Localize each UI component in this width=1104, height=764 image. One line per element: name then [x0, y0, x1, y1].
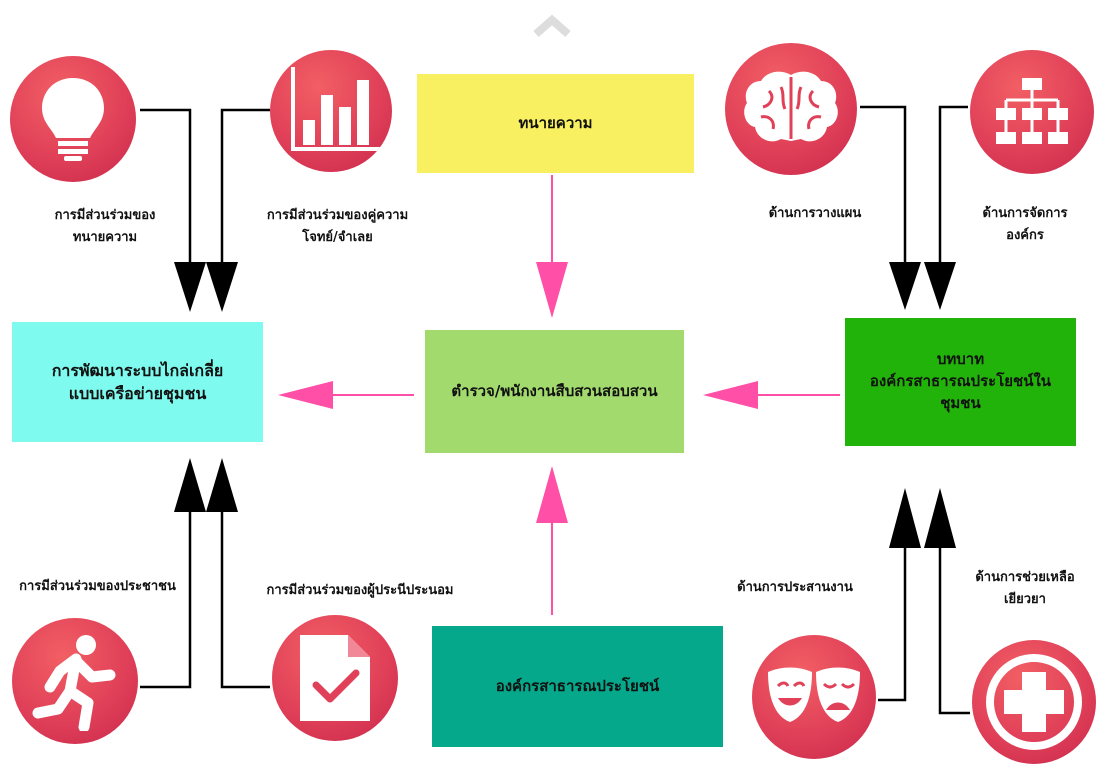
- document-check-icon: [272, 615, 398, 741]
- police-box: ตำรวจ/พนักงานสืบสวนสอบสวน: [425, 330, 684, 453]
- bar-chart-icon: [270, 50, 392, 172]
- running-person-icon: [12, 618, 138, 744]
- label-coordination: ด้านการประสานงาน: [737, 580, 853, 595]
- label-planning: ด้านการวางแผน: [768, 206, 862, 221]
- ngo-role-box: บทบาท องค์กรสาธารณประโยชน์ใน ชุมชน: [845, 318, 1076, 446]
- black-arrows-bottom-right: [878, 545, 970, 715]
- arrow-police-to-development: [278, 381, 333, 409]
- black-arrows-top-right: [860, 105, 968, 262]
- lawyer-box: ทนายความ: [417, 74, 694, 173]
- label-parties-participation: การมีส่วนร่วมของคู่ความ โจทย์/จำเลย: [266, 208, 409, 246]
- label-mediator-participation: การมีส่วนร่วมของผู้ประนีประนอม: [266, 583, 454, 598]
- arrow-ngo-to-police: [536, 466, 568, 523]
- arrow-black-bl-2: [206, 458, 238, 512]
- arrow-black-tr-1: [889, 262, 921, 310]
- brain-icon: [725, 43, 857, 175]
- org-chart-icon: [970, 50, 1094, 174]
- black-arrows-bottom-left: [140, 510, 270, 689]
- arrow-black-tl-2: [206, 262, 238, 312]
- arrow-black-br-1: [889, 488, 921, 548]
- label-org-management: ด้านการจัดการ องค์กร: [982, 206, 1068, 244]
- arrow-black-tr-2: [924, 262, 956, 310]
- medical-cross-icon: [972, 640, 1096, 764]
- development-box: การพัฒนาระบบไกล่เกลี่ย แบบเครือข่ายชุมชน: [12, 322, 263, 442]
- arrow-ngo-role-to-police: [703, 381, 758, 409]
- connectors: [140, 14, 970, 715]
- arrow-black-br-2: [924, 488, 956, 548]
- label-lawyer-participation: การมีส่วนร่วมของ ทนายความ: [54, 208, 156, 246]
- label-public-participation: การมีส่วนร่วมของประชาชน: [19, 579, 176, 594]
- ngo-box: องค์กรสาธารณประโยชน์: [432, 626, 723, 747]
- lightbulb-icon: [10, 56, 136, 182]
- pink-arrows: [278, 175, 840, 615]
- black-arrows-top-left: [140, 108, 270, 262]
- arrow-black-tl-1: [174, 262, 206, 312]
- theater-masks-icon: [752, 635, 876, 759]
- label-legal-aid: ด้านการช่วยเหลือ เยียวยา: [975, 570, 1075, 608]
- watermark-chevron: [533, 14, 571, 38]
- arrow-lawyer-to-police: [536, 262, 568, 318]
- arrow-black-bl-1: [174, 458, 206, 512]
